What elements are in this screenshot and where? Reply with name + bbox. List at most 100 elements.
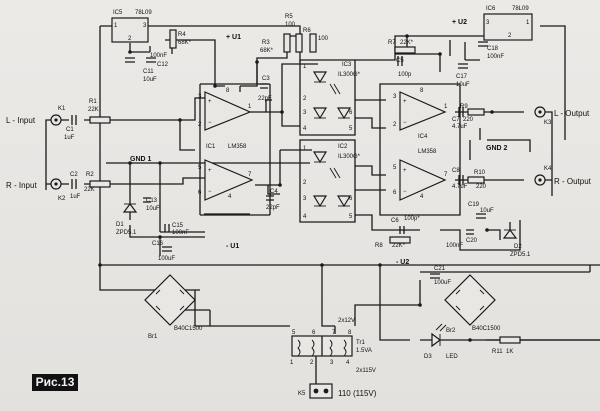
c19-name: C19 xyxy=(468,202,480,208)
ic6-pin2: 2 xyxy=(508,33,512,39)
ic3-pin2: 2 xyxy=(303,96,307,102)
k3-label: K3 xyxy=(544,120,552,126)
tr1-pin6: 6 xyxy=(312,330,316,336)
k4-label: K4 xyxy=(544,166,552,172)
c7-value: 4.7uF xyxy=(452,124,468,130)
c4-name: C4 xyxy=(270,189,278,195)
c6-name: C6 xyxy=(391,218,399,224)
r4-name: R4 xyxy=(178,32,186,38)
c5-name: C5 xyxy=(396,58,404,64)
ic3-pin5: 5 xyxy=(349,126,353,132)
ic1-name: IC1 xyxy=(206,144,216,150)
r5-value: 100 xyxy=(285,22,296,28)
tr1-power: 1.5VA xyxy=(356,348,372,354)
ic3-pin1: 1 xyxy=(303,64,307,70)
c21-value: 100uF xyxy=(434,280,451,286)
ic5-pin3: 3 xyxy=(143,23,147,29)
svg-text:−: − xyxy=(208,120,212,126)
r3-name: R3 xyxy=(262,40,270,46)
c2-value: 1uF xyxy=(70,194,81,200)
r-input-label: R - Input xyxy=(6,181,37,190)
tr1-pin8: 8 xyxy=(348,330,352,336)
ic4-pin8: 8 xyxy=(420,88,424,94)
r6-name: R6 xyxy=(303,28,311,34)
c16-value: 100uF xyxy=(158,256,175,262)
ic6-pin1: 1 xyxy=(526,20,530,26)
r2-value: 22K xyxy=(84,187,95,193)
c13-value: 10uF xyxy=(146,206,160,212)
c2-name: C2 xyxy=(70,172,78,178)
ic1-pin1: 1 xyxy=(248,104,252,110)
c11-name: C11 xyxy=(143,69,154,75)
k2-label: K2 xyxy=(58,196,66,202)
l-output-label: L - Output xyxy=(554,109,590,118)
r6-value: 100 xyxy=(318,36,329,42)
ic2-pin4: 4 xyxy=(303,214,307,220)
c15-value: 100nF xyxy=(172,230,189,236)
rail-labels: + U1 - U1 + U2 - U2 xyxy=(226,19,467,266)
k1-label: K1 xyxy=(58,106,66,112)
c7-name: C7 xyxy=(452,117,460,123)
br1-value: B40C1500 xyxy=(174,326,203,332)
r11-value: 1K xyxy=(506,349,513,355)
r3-value: 68K* xyxy=(260,48,274,54)
ic5-pin1: 1 xyxy=(114,23,118,29)
c16-name: C16 xyxy=(152,241,164,247)
regulator-ic5: IC5 78L09 1 3 2 xyxy=(111,10,152,43)
transformer-tr1: 5 6 7 8 1 2 3 4 2x12V Tr1 1.5VA 2x115V xyxy=(290,318,376,374)
r9-name: R9 xyxy=(460,104,468,110)
ic2-name: IC2 xyxy=(338,144,348,150)
c19-value: 10uF xyxy=(480,208,494,214)
wires xyxy=(60,25,600,387)
c3-value: 22pF xyxy=(258,96,272,102)
c1-value: 1uF xyxy=(64,135,75,141)
c5-value: 100p xyxy=(398,72,412,78)
r2-name: R2 xyxy=(86,172,94,178)
r1-value: 22K xyxy=(88,107,99,113)
c12-value: 100nF xyxy=(150,53,167,59)
ic6-name: IC6 xyxy=(486,6,496,12)
capacitors: C1 1uF C2 1uF C3 22pF C4 22pF C5 100p C6… xyxy=(64,41,504,286)
bridge-br1: Br1 B40C1500 xyxy=(144,274,203,340)
c3-name: C3 xyxy=(262,76,270,82)
d2-name: D2 xyxy=(514,244,522,250)
ic2-pin2: 2 xyxy=(303,180,307,186)
ic5-name: IC5 xyxy=(113,10,123,16)
tr1-pin7: 7 xyxy=(332,330,336,336)
rail-minus-u1: - U1 xyxy=(226,243,239,250)
ic3-part: IL300G* xyxy=(338,72,361,78)
optocoupler-ic2: IC2 IL300G* 1 2 3 4 5 6 xyxy=(303,144,361,220)
ic2-pin5: 5 xyxy=(349,214,353,220)
c20-value: 100nF xyxy=(446,243,463,249)
regulator-ic6: IC6 78L09 3 1 2 xyxy=(483,6,533,41)
r8-value: 22K* xyxy=(392,243,406,249)
svg-text:+: + xyxy=(403,99,407,105)
tr1-pin5: 5 xyxy=(292,330,296,336)
junctions xyxy=(98,34,494,342)
c20-name: C20 xyxy=(466,238,478,244)
opamp-ic1: + − + − 3 2 8 1 5 6 4 7 IC1 LM358 xyxy=(198,88,254,201)
c18-value: 100nF xyxy=(487,54,504,60)
ic4-pin6: 6 xyxy=(393,190,397,196)
rail-plus-u2: + U2 xyxy=(452,19,467,26)
resistors: R1 22K R2 22K R3 68K* R4 68K* R5 100 R6 … xyxy=(84,14,521,355)
ic1-pin3: 3 xyxy=(198,94,202,100)
tr1-pin2: 2 xyxy=(310,360,314,366)
r9-value: 220 xyxy=(463,117,474,123)
ic4-pin5: 5 xyxy=(393,165,397,171)
gnd2-label: GND 2 xyxy=(486,145,508,152)
br2-value: B40C1500 xyxy=(472,326,501,332)
l-input-label: L - Input xyxy=(6,116,36,125)
ic2-pin1: 1 xyxy=(303,146,307,152)
r-output-label: R - Output xyxy=(554,177,592,186)
r10-value: 220 xyxy=(476,184,487,190)
r5-name: R5 xyxy=(285,14,293,20)
c4-value: 22pF xyxy=(266,205,280,211)
ic5-pin2: 2 xyxy=(128,36,132,42)
d1-value: ZPD5.1 xyxy=(116,230,137,236)
ic1-pin8: 8 xyxy=(226,88,230,94)
svg-text:+: + xyxy=(403,168,407,174)
br2-name: Br2 xyxy=(446,328,456,334)
terminal-labels: L - Input R - Input L - Output R - Outpu… xyxy=(6,106,592,398)
